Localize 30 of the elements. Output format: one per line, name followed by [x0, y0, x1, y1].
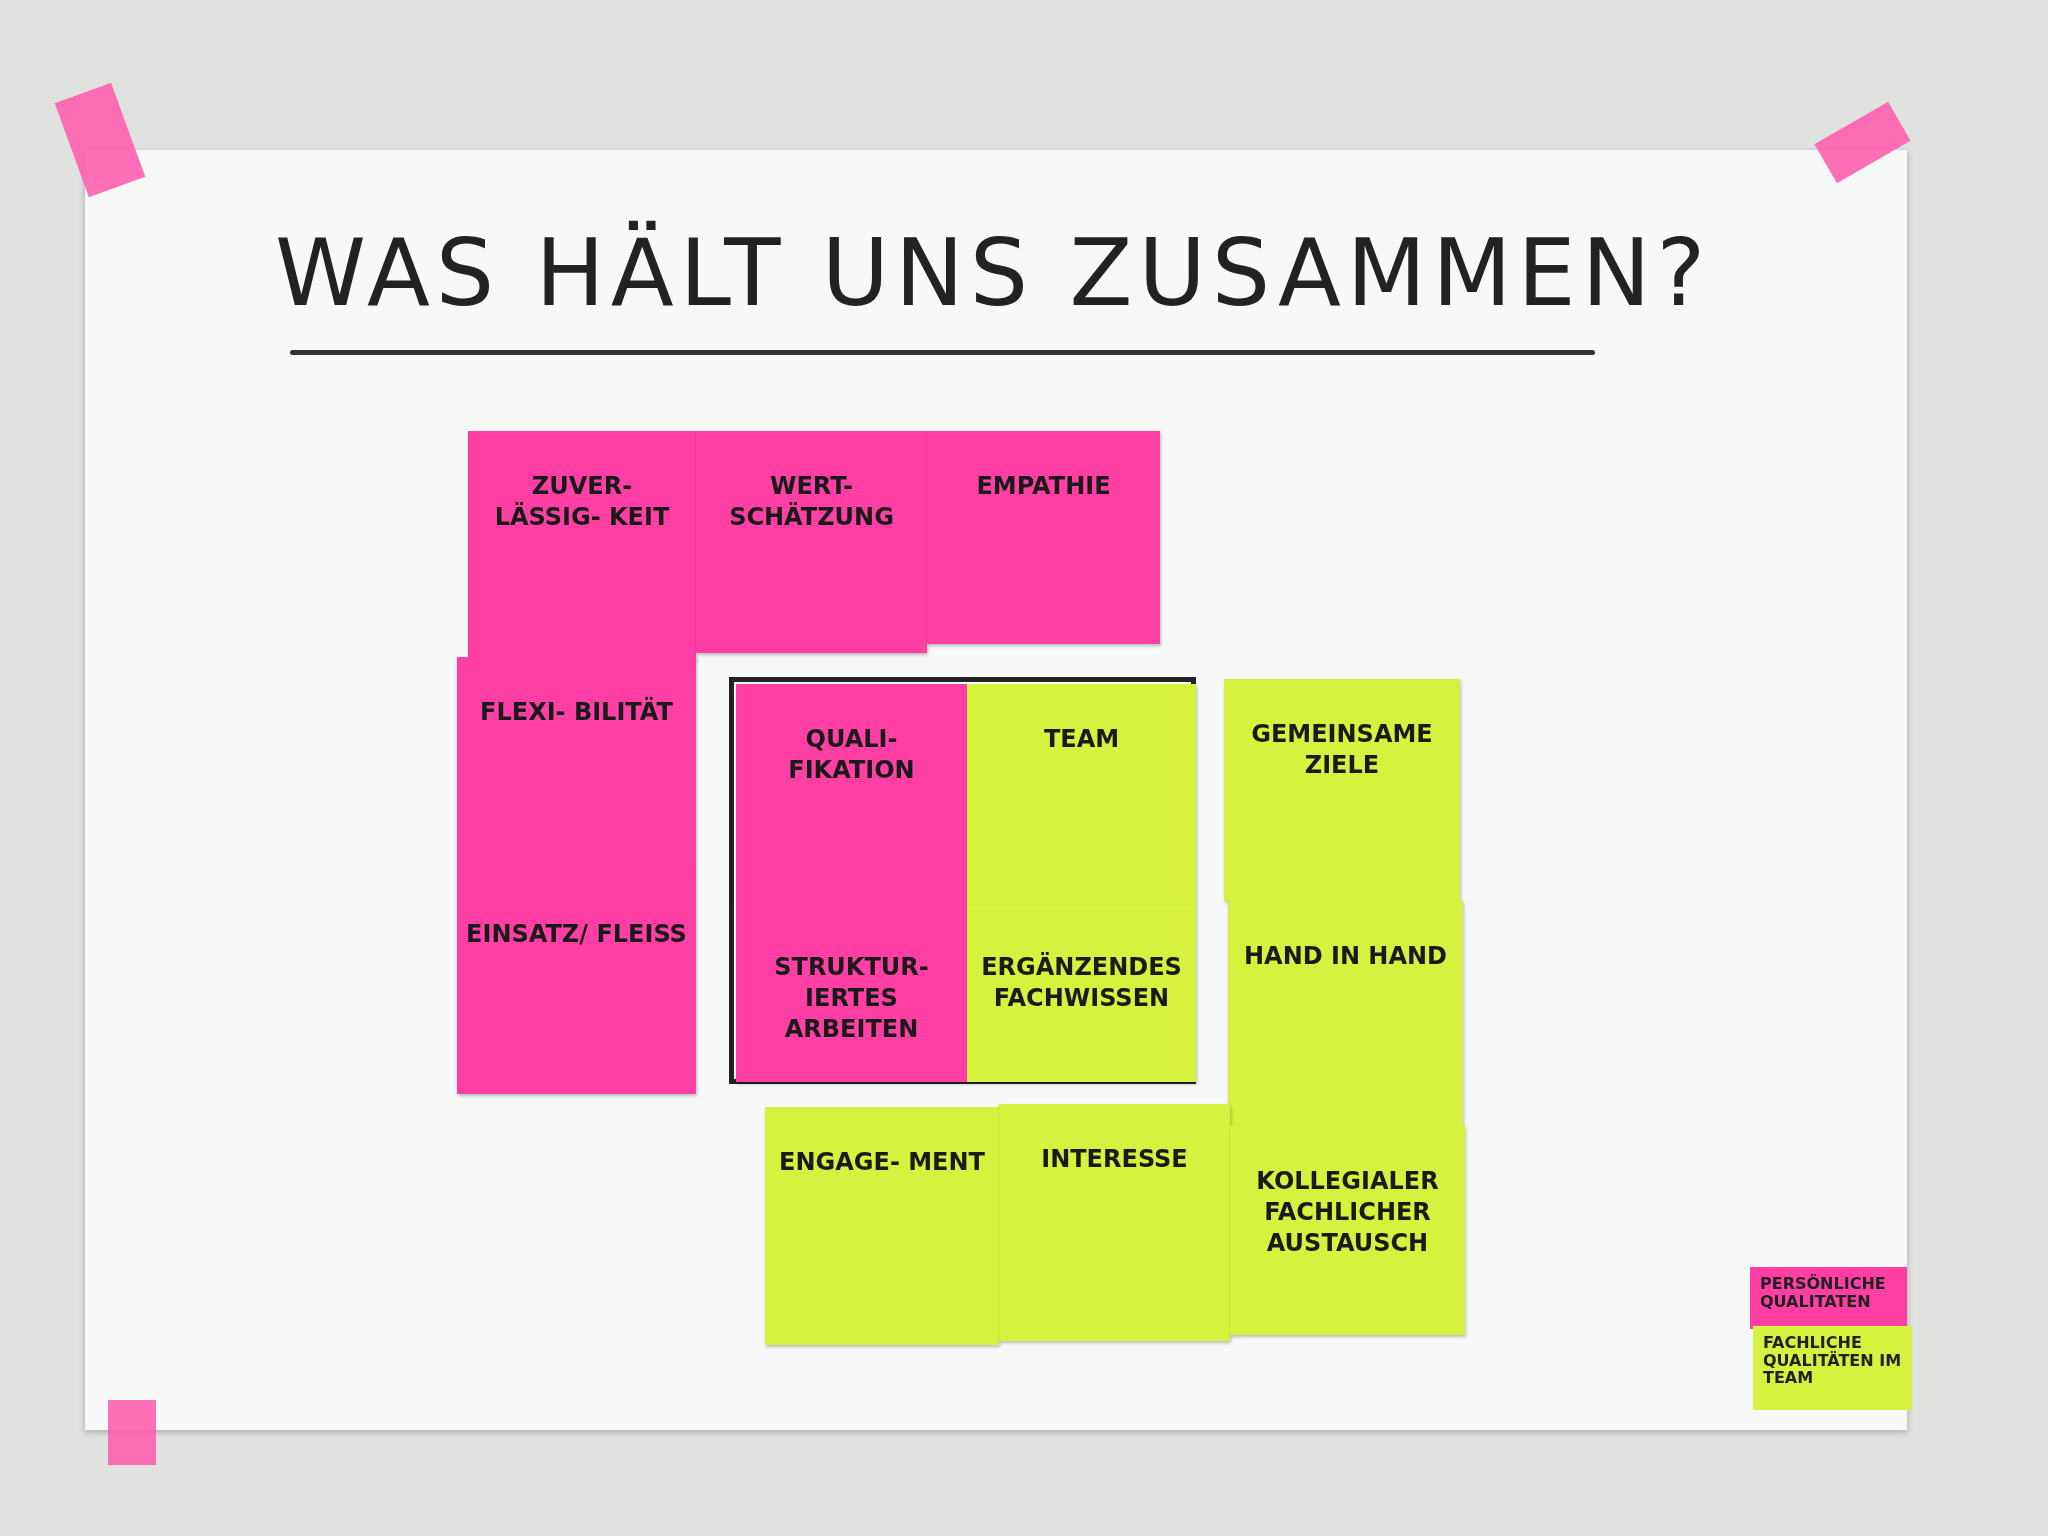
note-text: KOLLEGIALER FACHLICHER AUSTAUSCH: [1255, 1166, 1440, 1260]
note-text: QUALI- FIKATION: [787, 724, 916, 787]
sticky-note: [999, 1104, 1230, 1341]
sticky-note: [927, 431, 1160, 644]
frame-box: [729, 677, 1196, 1084]
note-text: ZUVER- LÄSSIG- KEIT: [493, 471, 671, 534]
note-text: FLEXI- BILITÄT: [479, 697, 674, 728]
sticky-note: [765, 1107, 999, 1345]
sticky-note: [457, 879, 696, 1094]
note-text: ENGAGE- MENT: [778, 1147, 986, 1178]
note-text: GEMEINSAME ZIELE: [1250, 719, 1434, 782]
title: WAS HÄLT UNS ZUSAMMEN?: [275, 220, 1712, 327]
note-text: WERT- SCHÄTZUNG: [728, 471, 895, 534]
note-text: HAND IN HAND: [1242, 941, 1449, 972]
sticky-note: [967, 684, 1196, 912]
sticky-note: [1230, 1126, 1465, 1335]
note-text: ERGÄNZENDES FACHWISSEN: [980, 952, 1183, 1015]
sticky-note: [1224, 679, 1460, 901]
note-text: STRUKTUR- IERTES ARBEITEN: [773, 952, 930, 1046]
legend-text: FACHLICHE QUALITÄTEN IM TEAM: [1763, 1334, 1903, 1387]
sticky-note: [736, 684, 967, 912]
sticky-note: [736, 912, 967, 1082]
sticky-note: [696, 431, 927, 653]
sticky-note: [967, 912, 1196, 1082]
sticky-note: [468, 431, 696, 660]
note-text: EINSATZ/ FLEISS: [465, 919, 688, 950]
note-text: EMPATHIE: [975, 471, 1112, 502]
note-text: TEAM: [1042, 724, 1121, 755]
note-text: INTERESSE: [1040, 1144, 1189, 1175]
legend-text: PERSÖNLICHE QUALITATEN: [1760, 1275, 1887, 1311]
